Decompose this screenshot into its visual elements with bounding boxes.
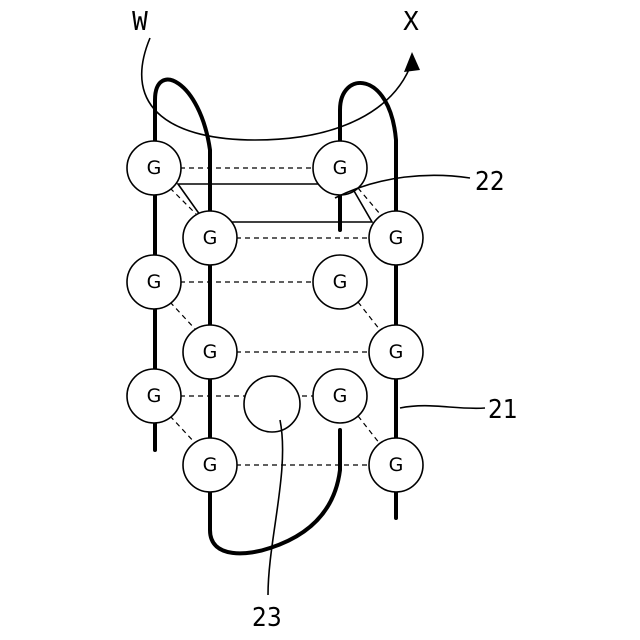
g-label: G bbox=[389, 454, 404, 476]
ref-label-22: 22 bbox=[475, 167, 505, 197]
g-label: G bbox=[203, 454, 218, 476]
ref-label-23: 23 bbox=[252, 603, 282, 633]
g-label: G bbox=[147, 157, 162, 179]
g-label: G bbox=[203, 341, 218, 363]
g-nodes: G G G G G G G G G G G G bbox=[127, 141, 423, 492]
label-w: W bbox=[132, 7, 148, 37]
g-label: G bbox=[389, 227, 404, 249]
g-label: G bbox=[333, 385, 348, 407]
center-ion-circle bbox=[244, 376, 300, 432]
label-x: X bbox=[403, 7, 419, 37]
ref-label-21: 21 bbox=[488, 395, 518, 425]
g-label: G bbox=[147, 271, 162, 293]
g-label: G bbox=[333, 157, 348, 179]
g-label: G bbox=[333, 271, 348, 293]
g-label: G bbox=[203, 227, 218, 249]
g-label: G bbox=[389, 341, 404, 363]
g-label: G bbox=[147, 385, 162, 407]
arrow-head-icon bbox=[404, 52, 420, 72]
